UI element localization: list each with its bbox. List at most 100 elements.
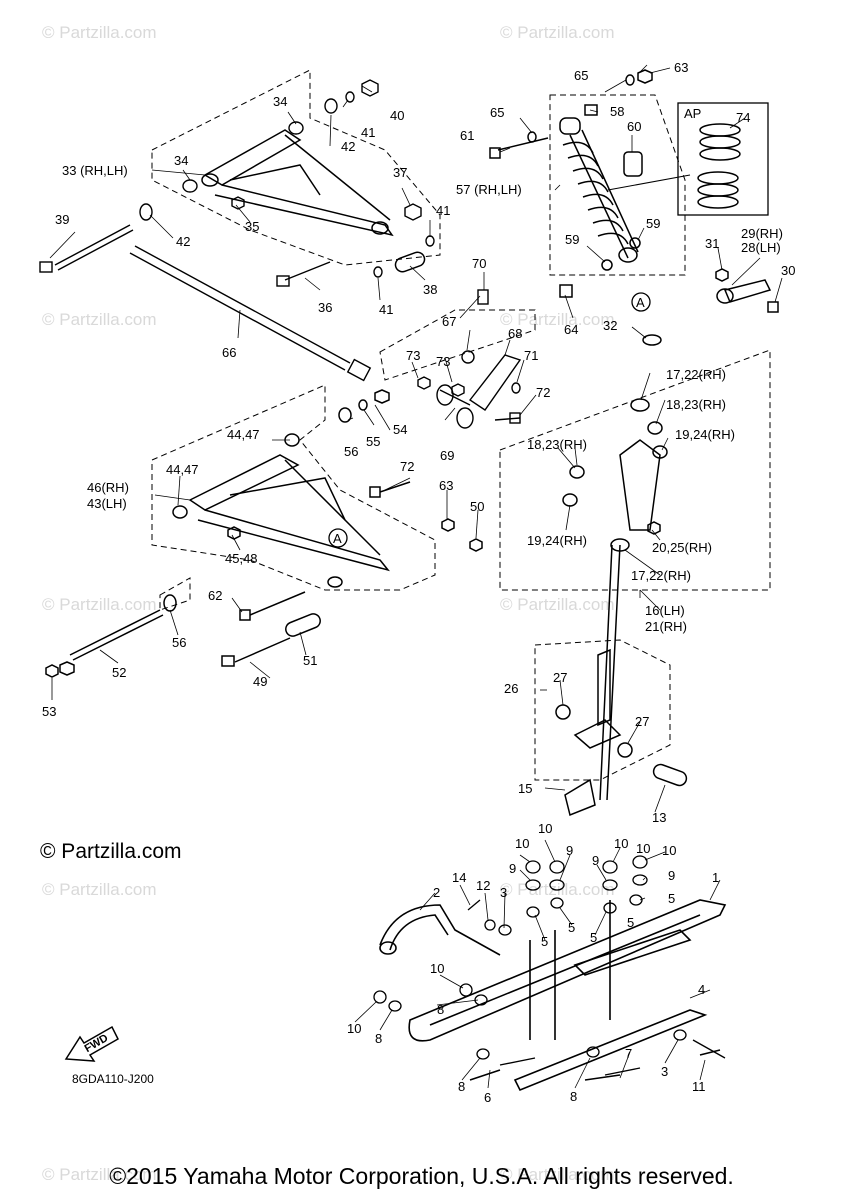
part-label: 5: [541, 934, 548, 949]
part-label: 39: [55, 212, 69, 227]
watermark: © Partzilla.com: [42, 1165, 157, 1184]
callout-a: A: [333, 531, 342, 546]
upper-hardware: [39, 79, 435, 382]
part-label: 10: [662, 843, 676, 858]
part-label: 18,23(RH): [527, 437, 587, 452]
watermark: © Partzilla.com: [500, 595, 615, 614]
part-label: 19,24(RH): [675, 427, 735, 442]
part-label: 72: [400, 459, 414, 474]
ski: [379, 899, 727, 1092]
linkage: [417, 289, 522, 429]
copyright-notice: ©2015 Yamaha Motor Corporation, U.S.A. A…: [109, 1163, 734, 1189]
upper-arm-group-outline: [151, 69, 441, 266]
part-label: 63: [439, 478, 453, 493]
part-label: 73: [406, 348, 420, 363]
part-label: 41: [436, 203, 450, 218]
part-label: 61: [460, 128, 474, 143]
part-label: 52: [112, 665, 126, 680]
part-label: 64: [564, 322, 578, 337]
rod-outline: [159, 577, 191, 611]
part-label: 41: [379, 302, 393, 317]
spring-icon: [697, 123, 741, 209]
part-label: 17,22(RH): [666, 367, 726, 382]
part-label: 6: [484, 1090, 491, 1105]
part-label: 21(RH): [645, 619, 687, 634]
part-label: 5: [568, 920, 575, 935]
callout-a: A: [636, 295, 645, 310]
part-label: 1: [712, 870, 719, 885]
part-label: 72: [536, 385, 550, 400]
watermark: © Partzilla.com: [42, 880, 157, 899]
part-label: 74: [736, 110, 750, 125]
lower-a-arm: [45, 389, 483, 678]
part-label: 70: [472, 256, 486, 271]
part-label: 13: [652, 810, 666, 825]
part-label: 4: [698, 982, 705, 997]
part-label: 19,24(RH): [527, 533, 587, 548]
part-label: 32: [603, 318, 617, 333]
part-label: 3: [500, 885, 507, 900]
ski-column: [555, 648, 688, 817]
part-label: 53: [42, 704, 56, 719]
watermark-group: © Partzilla.com © Partzilla.com © Partzi…: [42, 23, 615, 1184]
upper-a-arm: [201, 129, 426, 273]
part-label: 10: [515, 836, 529, 851]
part-label: 36: [318, 300, 332, 315]
shock-group-outline: [549, 94, 686, 276]
part-label: 15: [518, 781, 532, 796]
shock-absorber: [489, 69, 653, 298]
part-label: 5: [590, 930, 597, 945]
part-label: 26: [504, 681, 518, 696]
part-label: 31: [705, 236, 719, 251]
part-label: 69: [440, 448, 454, 463]
watermark: © Partzilla.com: [500, 310, 615, 329]
part-label: 34: [174, 153, 188, 168]
part-label: 9: [566, 843, 573, 858]
part-label: 40: [390, 108, 404, 123]
part-label: 43(LH): [87, 496, 127, 511]
part-label: 54: [393, 422, 407, 437]
part-label: 62: [208, 588, 222, 603]
part-label: 73: [436, 354, 450, 369]
part-labels: 1 2 3 3 4 5 5 5 5 5 6 7 8 8 8 8 9 9 9 9 …: [42, 60, 795, 1105]
part-label: 56: [172, 635, 186, 650]
callout-a-circle: [328, 528, 348, 548]
part-label: 59: [565, 232, 579, 247]
part-label: 34: [273, 94, 287, 109]
part-label: 58: [610, 104, 624, 119]
part-label: 12: [476, 878, 490, 893]
part-label: 14: [452, 870, 466, 885]
part-label: 33 (RH,LH): [62, 163, 128, 178]
part-label: 2: [433, 885, 440, 900]
part-label: 41: [361, 125, 375, 140]
part-label: 50: [470, 499, 484, 514]
forward-arrow-icon: FWD: [64, 1025, 119, 1062]
part-label: 59: [646, 216, 660, 231]
part-label: 16(LH): [645, 603, 685, 618]
spindle: [562, 268, 779, 801]
part-label: 66: [222, 345, 236, 360]
part-label: 67: [442, 314, 456, 329]
part-label: 42: [176, 234, 190, 249]
leader-lines: [49, 64, 783, 1089]
part-label: 65: [490, 105, 504, 120]
watermark: © Partzilla.com: [42, 23, 157, 42]
part-label: 60: [627, 119, 641, 134]
part-label: 45,48: [225, 551, 258, 566]
ski-column-outline: [534, 639, 671, 781]
watermark: © Partzilla.com: [500, 1165, 615, 1184]
part-label: 35: [245, 219, 259, 234]
part-label: 10: [430, 961, 444, 976]
part-label: 5: [668, 891, 675, 906]
ap-label: AP: [684, 106, 701, 121]
spindle-group-outline: [499, 349, 771, 591]
watermark: © Partzilla.com: [42, 595, 157, 614]
part-label: 68: [508, 326, 522, 341]
part-label: 49: [253, 674, 267, 689]
part-label: 10: [347, 1021, 361, 1036]
part-label: 5: [627, 915, 634, 930]
part-label: 28(LH): [741, 240, 781, 255]
part-label: 46(RH): [87, 480, 129, 495]
